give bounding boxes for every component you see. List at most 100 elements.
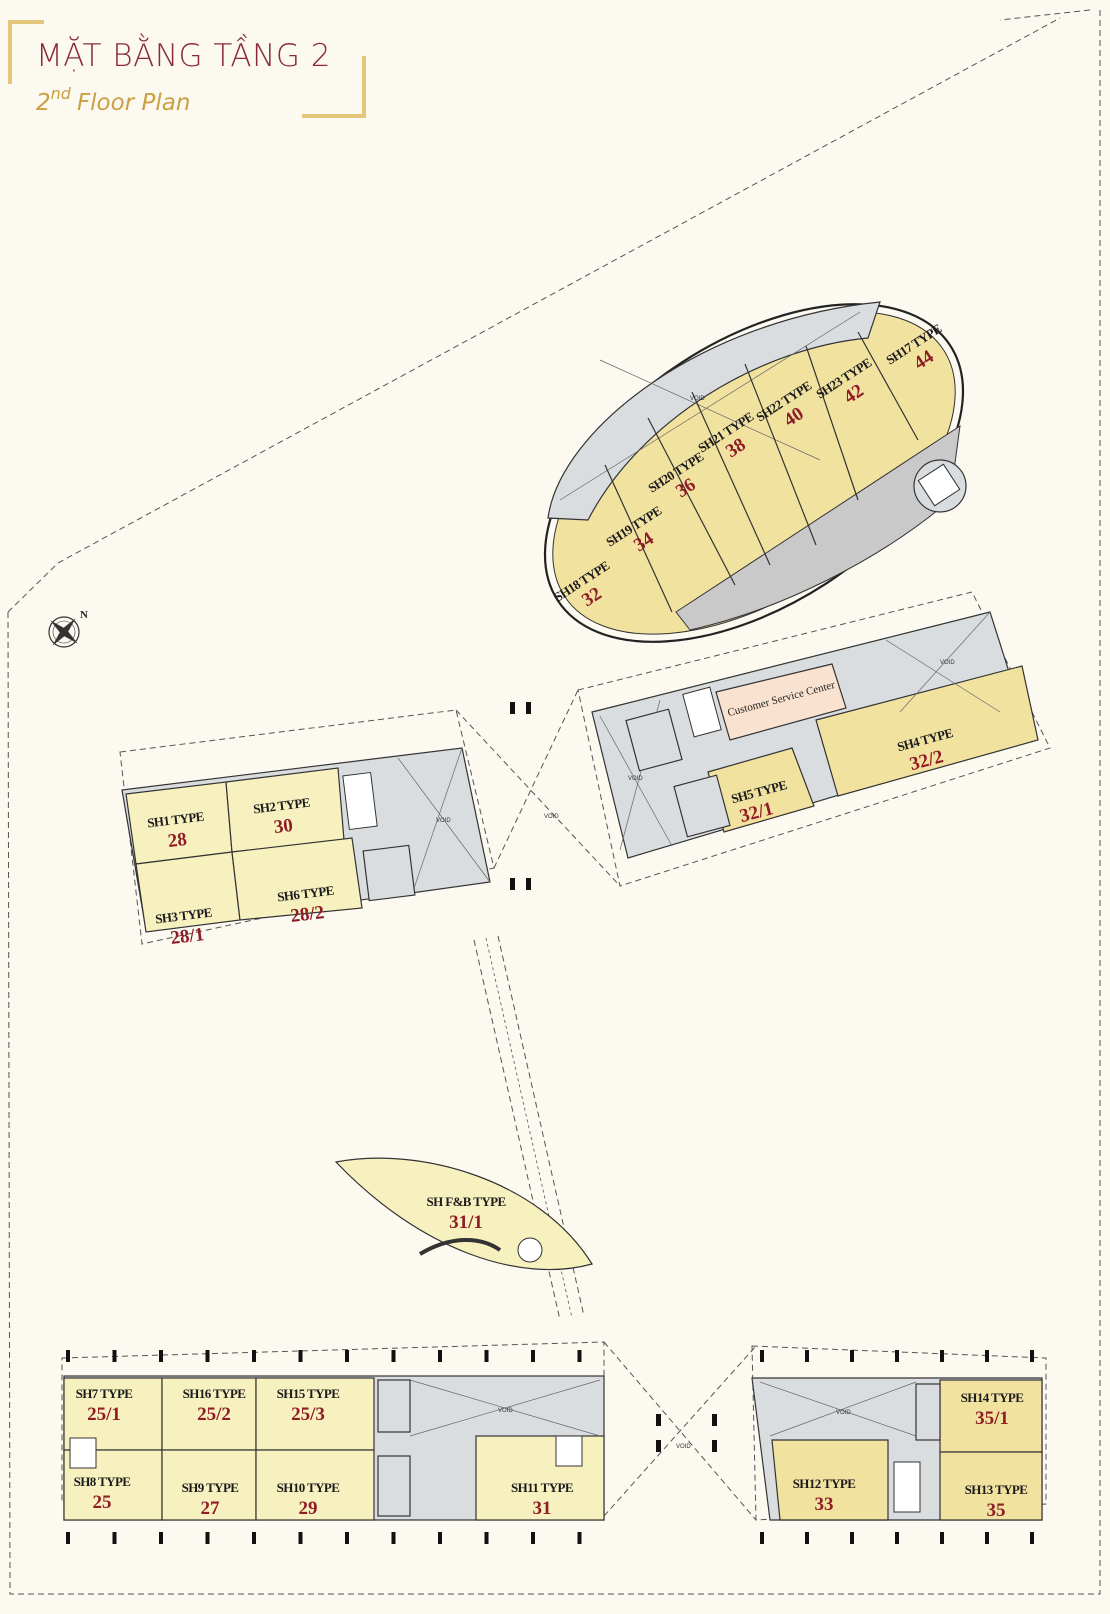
pillar-mark: [940, 1532, 944, 1544]
sh1-type: SH1 TYPE: [146, 809, 204, 831]
pillar-mark: [510, 702, 515, 714]
sh6-area: 28/2: [289, 902, 325, 927]
middle-void-label: VOID: [544, 814, 559, 820]
oval-void-label: VOID: [690, 396, 705, 402]
pillar-mark: [484, 1350, 489, 1362]
pillar-mark: [895, 1350, 899, 1362]
fnb-type: SH F&B TYPE: [426, 1194, 505, 1209]
pillar-mark: [159, 1532, 163, 1544]
pillar-mark: [205, 1532, 210, 1544]
sh10-type: SH10 TYPE: [277, 1480, 340, 1495]
pillar-mark: [985, 1350, 989, 1362]
pillar-mark: [66, 1350, 70, 1362]
title-block: MẶT BẰNG TẦNG 2 2nd Floor Plan: [8, 20, 366, 118]
fnb-area: 31/1: [449, 1212, 483, 1233]
title-en-number: 2: [36, 90, 51, 116]
bl-unit-sh10: [255, 1449, 375, 1521]
pillar-mark: [438, 1350, 442, 1362]
pillar-mark: [1030, 1350, 1034, 1362]
pillar-mark: [577, 1532, 582, 1544]
bottom-right-block: VOID SH14 TYPE 35/1 SH12 TYPE 33 SH13 TY…: [751, 1345, 1047, 1521]
customer-service-center: [715, 663, 847, 741]
pillar-mark: [577, 1350, 582, 1362]
right-void-cross: [885, 611, 1001, 713]
oval-void: [547, 301, 881, 521]
br-void-cross: [759, 1381, 917, 1437]
oval-partitions: [604, 331, 919, 613]
right-block: Customer Service Center VOID VOID SH5 TY…: [577, 591, 1051, 887]
pillar-mark: [252, 1350, 256, 1362]
sh9-area: 27: [201, 1498, 221, 1519]
sh12-area: 33: [815, 1494, 834, 1515]
pillar-mark: [531, 1532, 535, 1544]
sh15-type: SH15 TYPE: [277, 1386, 340, 1401]
oval-outer-shell: [543, 303, 965, 643]
title-corner-top-left: [8, 20, 44, 84]
pillar-mark: [112, 1350, 117, 1362]
pillar-mark: [391, 1350, 396, 1362]
pillar-mark: [66, 1532, 70, 1544]
sh16-area: 25/2: [197, 1404, 231, 1425]
sh10-area: 29: [299, 1498, 318, 1519]
bottom-left-block: VOID SH7 TYPE 25/1 SH16 TYPE 25/2 SH15 T…: [61, 1341, 605, 1521]
bl-elevator-1: [377, 1379, 411, 1433]
bl-stair-icon-1: [69, 1437, 97, 1469]
right-void-label: VOID: [940, 660, 955, 666]
compass-north-label: N: [80, 609, 88, 621]
bl-unit-sh15: [255, 1377, 375, 1451]
pillar-mark: [526, 878, 531, 890]
site-boundary: [7, 9, 1101, 1595]
left-elevator: [362, 844, 416, 902]
sh14-area: 35/1: [975, 1408, 1009, 1429]
left-void-label: VOID: [436, 818, 451, 824]
title-en-sup: nd: [51, 84, 72, 103]
pillar-mark: [850, 1350, 854, 1362]
bl-unit-sh9: [161, 1449, 257, 1521]
sh11-type: SH11 TYPE: [511, 1480, 573, 1495]
sh3-area: 28/1: [169, 924, 205, 949]
pillar-mark: [656, 1414, 661, 1426]
pillar-mark: [526, 702, 531, 714]
pillar-mark: [345, 1532, 349, 1544]
pillar-mark: [345, 1350, 349, 1362]
title-en-rest: Floor Plan: [77, 90, 190, 116]
sh7-type: SH7 TYPE: [76, 1386, 133, 1401]
pillar-mark: [531, 1350, 535, 1362]
pillar-mark: [298, 1350, 303, 1362]
left-void-cross: [397, 747, 491, 895]
pillar-mark: [252, 1532, 256, 1544]
oval-building: VOID SH18 TYPE 32 SH19 TYPE 34 SH20 TYPE…: [543, 301, 967, 643]
right-void-label-2: VOID: [628, 776, 643, 782]
sh8-type: SH8 TYPE: [74, 1474, 131, 1489]
pillar-mark: [760, 1532, 764, 1544]
left-unit-sh6: [231, 837, 363, 921]
pillar-mark: [112, 1532, 117, 1544]
compass-icon: N: [48, 609, 88, 648]
pillar-mark: [712, 1414, 717, 1426]
bl-stair-icon-2: [555, 1435, 583, 1467]
right-elevator-1: [625, 708, 683, 772]
page-title-en: 2nd Floor Plan: [36, 84, 190, 116]
right-stair-icon: [682, 686, 722, 738]
pillar-mark: [940, 1350, 944, 1362]
bl-void-label: VOID: [498, 1408, 513, 1414]
pillar-mark: [205, 1350, 210, 1362]
pillar-mark: [895, 1532, 899, 1544]
sh12-type: SH12 TYPE: [793, 1476, 856, 1491]
right-block-outline: [577, 591, 1051, 887]
right-elevator-2: [673, 774, 731, 838]
pillar-mark: [438, 1532, 442, 1544]
page-title-vn: MẶT BẰNG TẦNG 2: [36, 34, 331, 74]
pillar-mark: [712, 1440, 717, 1452]
pillar-mark: [484, 1532, 489, 1544]
bl-elevator-2: [377, 1455, 411, 1517]
sh6-type: SH6 TYPE: [276, 883, 334, 905]
right-unit-sh4: [815, 665, 1039, 797]
pillar-mark: [656, 1440, 661, 1452]
br-unit-sh12: [771, 1439, 889, 1521]
bl-unit-sh16: [161, 1377, 257, 1451]
sh9-type: SH9 TYPE: [182, 1480, 239, 1495]
pillar-mark: [510, 878, 515, 890]
